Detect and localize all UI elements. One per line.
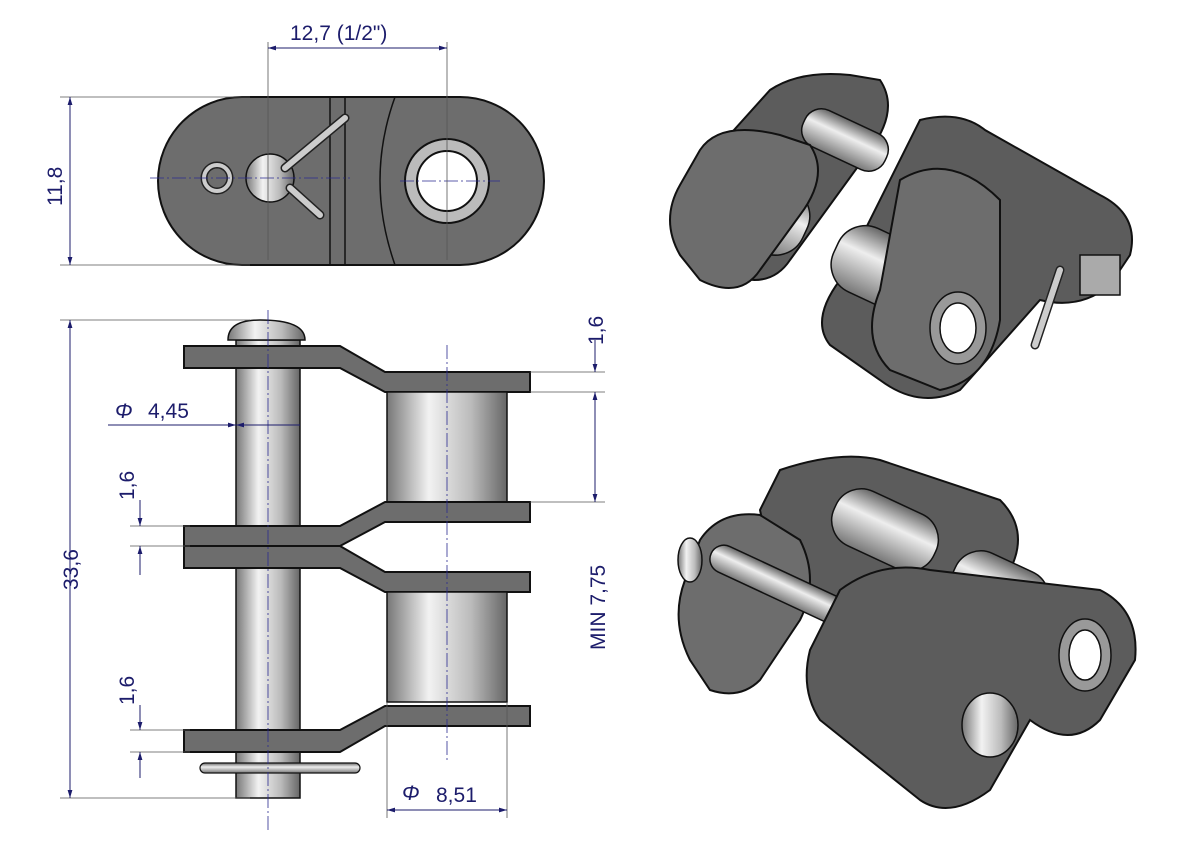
pin-diameter-dimension: 4,45 xyxy=(148,400,189,423)
top-view xyxy=(60,42,545,266)
plate-height-dimension: 11,8 xyxy=(44,167,67,206)
pitch-dimension: 12,7 (1/2") xyxy=(290,22,387,45)
pin-diameter-symbol: Φ xyxy=(115,400,133,423)
roller-diameter-symbol: Φ xyxy=(402,782,420,805)
roller-diameter-dimension: 8,51 xyxy=(436,784,477,807)
plate-thickness-top-dimension: 1,6 xyxy=(585,316,608,345)
plate-thickness-bottom-dimension: 1,6 xyxy=(116,676,139,705)
isometric-view-top xyxy=(669,73,1133,399)
isometric-view-bottom xyxy=(677,455,1137,809)
plate-thickness-mid-dimension: 1,6 xyxy=(116,471,139,500)
side-view xyxy=(60,310,605,830)
inner-width-dimension: MIN 7,75 xyxy=(587,565,610,650)
total-length-dimension: 33,6 xyxy=(60,549,83,590)
